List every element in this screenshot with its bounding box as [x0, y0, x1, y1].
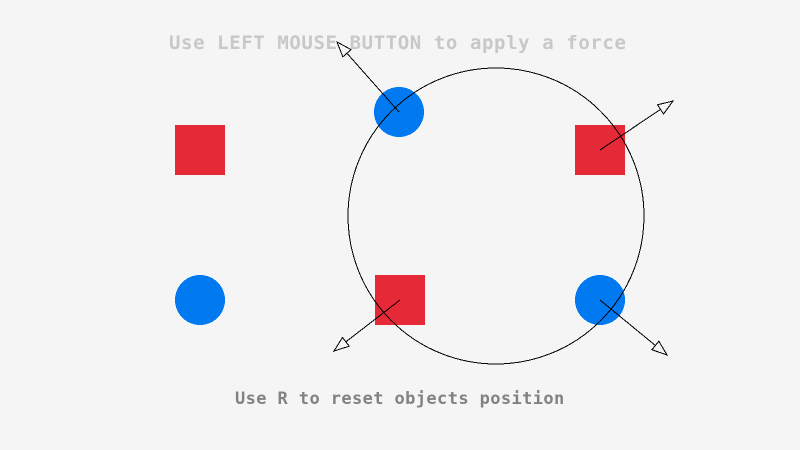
force-arrow-top-left-shaft: [346, 52, 400, 113]
instruction-apply-force: Use LEFT MOUSE BUTTON to apply a force: [169, 32, 627, 54]
force-arrow-bottom-right-shaft: [599, 299, 656, 346]
force-arrow-bottom-left-shaft: [345, 299, 401, 343]
blue-circle-left[interactable]: [175, 275, 225, 325]
force-arrow-top-left-head: [336, 40, 352, 58]
force-arrow-top-right-head: [656, 100, 675, 115]
boundary-circle: [347, 67, 645, 365]
force-arrow-top-right-shaft: [599, 108, 661, 151]
force-arrow-bottom-left-head: [332, 336, 351, 352]
red-square-left[interactable]: [175, 125, 225, 175]
force-arrow-bottom-right-head: [651, 340, 669, 356]
instruction-reset: Use R to reset objects position: [235, 389, 565, 409]
